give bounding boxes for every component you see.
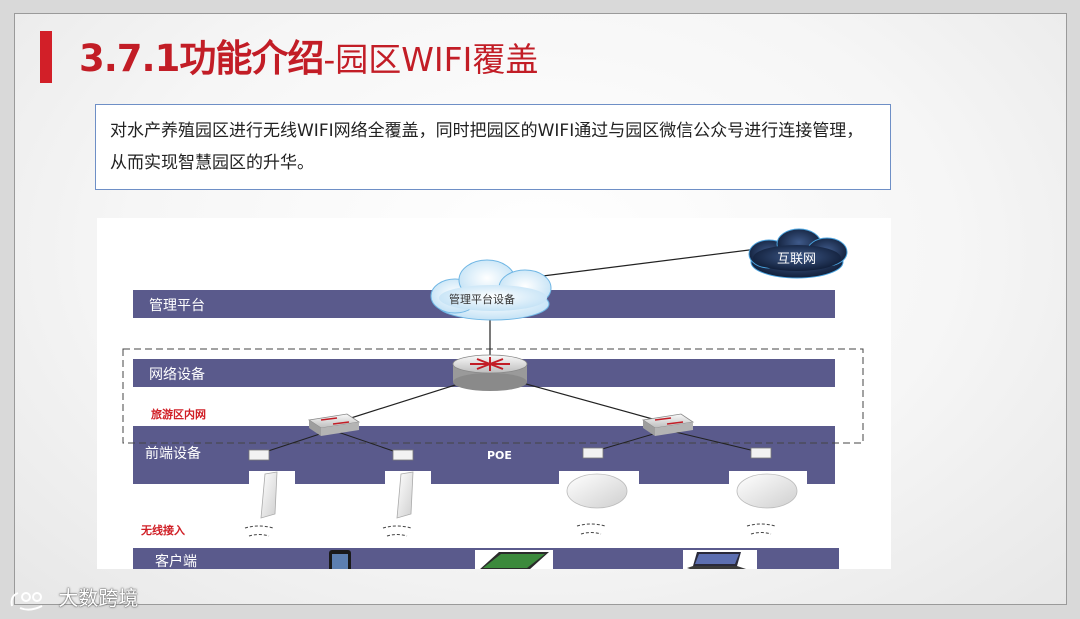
intranet-zone [122, 348, 864, 444]
label-internet: 互联网 [777, 252, 816, 267]
label-client: 客户端 [155, 553, 197, 569]
title-accent-bar [40, 31, 52, 83]
watermark: 大数跨境 [8, 583, 138, 613]
network-diagram: 管理平台 网络设备 前端设备 客户端 旅游区内网 互联网 [97, 218, 891, 569]
description-box: 对水产养殖园区进行无线WIFI网络全覆盖，同时把园区的WIFI通过与园区微信公众… [95, 104, 891, 190]
label-poe: POE [487, 449, 512, 462]
label-intranet: 旅游区内网 [151, 407, 206, 421]
poe-injector-icon-4 [750, 447, 772, 459]
watermark-logo-icon [10, 591, 43, 611]
poe-injector-icon-3 [582, 447, 604, 459]
slide: 3.7.1功能介绍-园区WIFI覆盖 对水产养殖园区进行无线WIFI网络全覆盖，… [14, 13, 1067, 605]
poe-injector-icon-2 [392, 449, 414, 461]
label-frontend: 前端设备 [145, 445, 201, 462]
switch-icon-left [307, 413, 361, 436]
title-main: 3.7.1功能介绍 [79, 37, 324, 80]
outdoor-ap-icon-2 [382, 471, 414, 537]
phone-icon [329, 550, 351, 569]
label-wireless-access: 无线接入 [140, 523, 185, 537]
label-platform-device: 管理平台设备 [449, 292, 515, 306]
watermark-text: 大数跨境 [58, 586, 139, 610]
ceiling-ap-icon-2 [736, 473, 798, 535]
platform-cloud-icon: 管理平台设备 [430, 259, 552, 321]
outdoor-ap-icon-1 [244, 471, 278, 537]
page-title: 3.7.1功能介绍-园区WIFI覆盖 [79, 34, 538, 84]
label-management: 管理平台 [149, 298, 205, 314]
label-network: 网络设备 [149, 366, 205, 383]
tablet-icon [475, 550, 553, 569]
title-sub: -园区WIFI覆盖 [323, 40, 539, 79]
switch-icon-right [641, 413, 695, 436]
description-text: 对水产养殖园区进行无线WIFI网络全覆盖，同时把园区的WIFI通过与园区微信公众… [110, 121, 864, 173]
internet-cloud-icon: 互联网 [748, 228, 848, 279]
poe-injector-icon-1 [248, 449, 270, 461]
router-icon [452, 354, 528, 391]
ceiling-ap-icon-1 [566, 473, 628, 535]
laptop-icon [683, 550, 757, 569]
